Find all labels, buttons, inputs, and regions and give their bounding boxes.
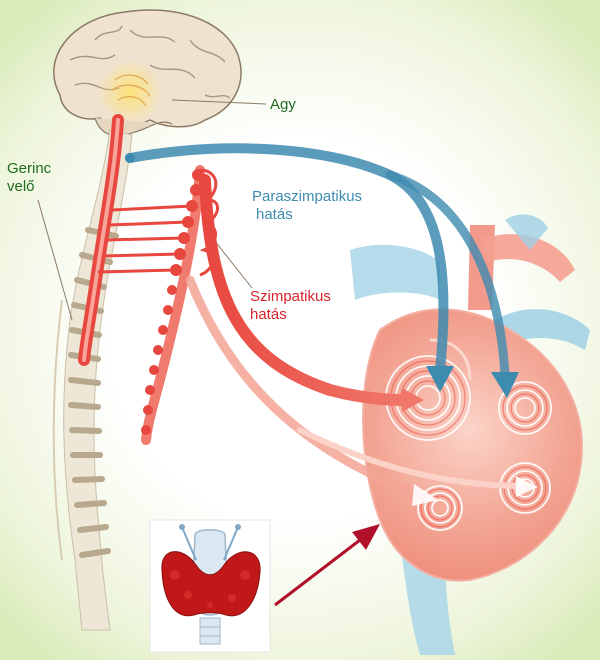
spinal-label-leader-line [37,199,73,321]
sympathetic-label-line-2: hatás [250,306,287,323]
parasympathetic-arrowhead-2 [491,372,519,398]
spine-icon [52,129,133,631]
sympathetic-pathway [185,174,538,506]
sympathetic-label: Szimpatikus hatás [250,288,331,324]
parasympathetic-pathway [125,143,519,398]
brain-label: Agy [270,96,296,114]
spinal-cord-label-line-2: velő [7,178,35,195]
parasympathetic-label-line-2: hatás [256,206,293,223]
sympathetic-arrowhead-2 [412,484,438,506]
parasympathetic-label-line-1: Paraszimpatikus [252,188,363,205]
brain-leader-line [171,99,267,105]
parasympathetic-arrowhead-1 [426,366,454,392]
brain-label-text: Agy [270,96,296,113]
sympathetic-arrowhead-3 [516,476,538,497]
ganglion-chain-icon [141,165,205,445]
sympathetic-label-line-1: Szimpatikus [250,288,331,305]
thyroid-gland-icon [149,519,271,653]
spinal-cord-label: Gerinc velő [7,160,51,196]
parasympathetic-label: Paraszimpatikus hatás [252,188,362,224]
brain-icon [53,9,242,137]
spinal-cord-label-line-1: Gerinc [7,160,52,177]
sympathetic-arrowhead-1 [402,388,424,412]
thyroid-to-heart-arrow [274,524,380,607]
